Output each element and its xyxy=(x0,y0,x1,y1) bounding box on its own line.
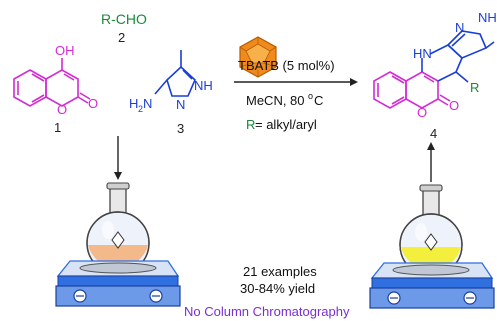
conditions-degree: o xyxy=(308,91,313,101)
conditions-solvent-temp: MeCN, 80 xyxy=(246,93,305,108)
summary-yield: 30-84% yield xyxy=(240,281,315,296)
product-coumarin-part xyxy=(373,71,451,109)
compound-3-amine-h: H xyxy=(129,96,138,111)
compound-1-structure xyxy=(13,58,91,107)
product-ring-oxygen: O xyxy=(417,105,427,120)
catalyst-icon xyxy=(239,36,277,78)
product-hn: HN xyxy=(413,46,432,61)
compound-3-nh: NH xyxy=(194,78,213,93)
summary-examples: 21 examples xyxy=(243,264,317,279)
arrow-down-left xyxy=(114,136,122,180)
compound-1-carbonyl-oxygen: O xyxy=(88,96,98,111)
product-r-group: R xyxy=(470,80,479,95)
stirrer-right xyxy=(369,262,495,309)
reaction-arrow xyxy=(234,78,358,86)
compound-1-ring-oxygen: O xyxy=(57,102,67,117)
product-nh: NH xyxy=(478,10,497,25)
conditions-r-prefix: R xyxy=(246,117,255,132)
conditions-r-definition: = alkyl/aryl xyxy=(255,117,317,132)
reagent-2-formula: R-CHO xyxy=(101,11,147,27)
product-pyrazole-part xyxy=(421,30,495,83)
product-n: N xyxy=(455,20,464,35)
compound-3-structure xyxy=(154,50,196,97)
conditions-unit: C xyxy=(314,93,323,108)
stirrer-left xyxy=(55,260,181,307)
summary-note: No Column Chromatography xyxy=(184,304,350,319)
product-carbonyl-oxygen: O xyxy=(449,98,459,113)
arrow-up-right xyxy=(427,142,435,182)
compound-3-n: N xyxy=(176,97,185,112)
reagent-2-number: 2 xyxy=(118,30,125,45)
compound-3-amine-n: N xyxy=(143,96,152,111)
compound-1-oh: OH xyxy=(55,43,75,58)
compound-3-number: 3 xyxy=(177,121,184,136)
product-number: 4 xyxy=(430,126,437,141)
catalyst-label: TBATB (5 mol%) xyxy=(238,58,335,73)
compound-3-amine-sub: 2 xyxy=(138,104,143,114)
compound-1-number: 1 xyxy=(54,120,61,135)
